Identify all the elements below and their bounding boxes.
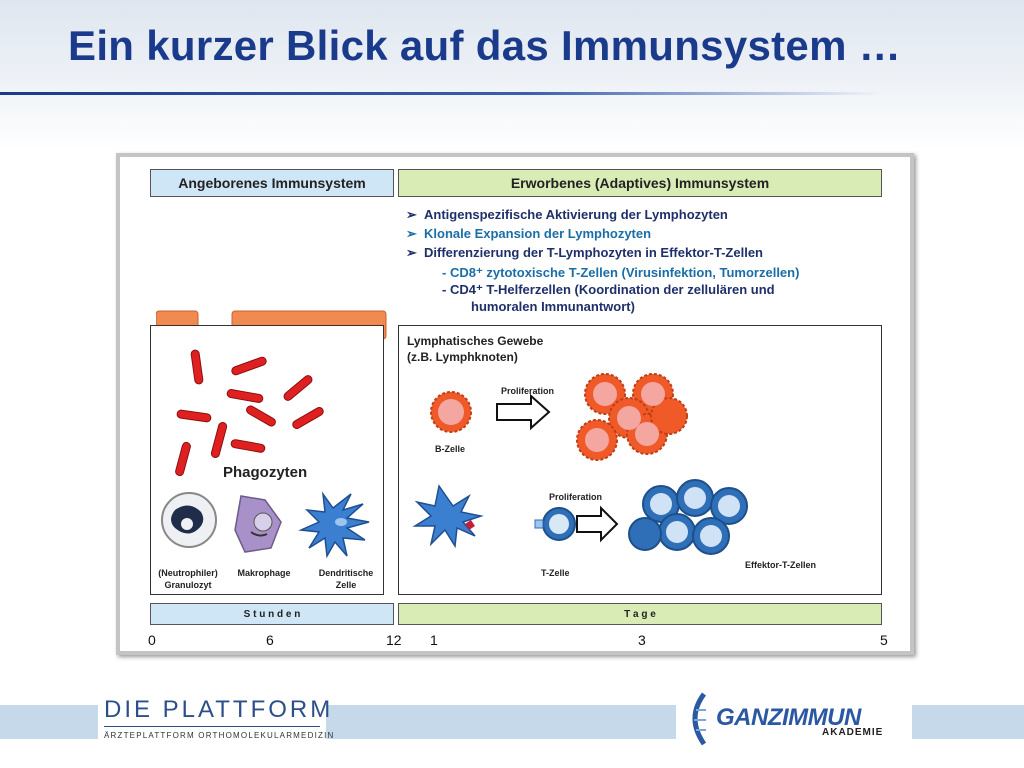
proliferation-t-label: Proliferation <box>549 492 603 502</box>
bullet-arrow-icon: ➢ <box>406 207 417 222</box>
hours-bar: S t u n d e n <box>150 603 394 625</box>
title-underline <box>0 92 880 95</box>
akademie-label: AKADEMIE <box>822 727 884 738</box>
sub-cd4-line2: humoralen Immunantwort) <box>471 299 635 314</box>
bullet-clonal-expansion: Klonale Expansion der Lymphozyten <box>424 226 652 241</box>
footer-band-right <box>912 705 1024 739</box>
proliferation-b-label: Proliferation <box>501 386 555 396</box>
lymph-title-2: (z.B. Lymphknoten) <box>407 350 518 364</box>
bullet-arrow-icon: ➢ <box>406 226 417 241</box>
tick-1: 1 <box>430 632 438 648</box>
sub-cd8: - CD8⁺ zytotoxische T-Zellen (Virusinfek… <box>442 265 800 280</box>
plattform-divider <box>104 726 320 727</box>
bullet-t-differentiation: Differenzierung der T-Lymphozyten in Eff… <box>424 245 763 260</box>
macrophage-label: Makrophage <box>237 568 291 578</box>
bullet-antigen-activation: Antigenspezifische Aktivierung der Lymph… <box>424 207 728 222</box>
granulocyte-label-2: Granulozyt <box>164 580 212 590</box>
innate-box: Phagozyten (Neutrophiler) Granulozyt Mak… <box>150 325 384 595</box>
ganzimmun-logo-icon <box>692 692 707 746</box>
dendritic-label-2: Zelle <box>335 580 357 590</box>
tick-12: 12 <box>386 632 402 648</box>
immune-diagram-panel: Angeborenes Immunsystem Erworbenes (Adap… <box>116 153 914 655</box>
dendritic-label-1: Dendritische <box>318 568 374 578</box>
tick-6: 6 <box>266 632 274 648</box>
tick-3: 3 <box>638 632 646 648</box>
sub-cd4-line1: - CD4⁺ T-Helferzellen (Koordination der … <box>442 282 775 297</box>
title-band <box>0 0 1024 150</box>
slide-title: Ein kurzer Blick auf das Immunsystem … <box>68 22 902 69</box>
footer-band-middle <box>326 705 676 739</box>
plattform-logo: DIE PLATTFORM <box>104 696 334 723</box>
b-cell-label: B-Zelle <box>435 444 466 454</box>
lymph-title-1: Lymphatisches Gewebe <box>407 334 544 348</box>
bullet-arrow-icon: ➢ <box>406 245 417 260</box>
t-cell-icon <box>534 507 576 541</box>
plattform-subtitle: ÄRZTEPLATTFORM ORTHOMOLEKULARMEDIZIN <box>104 731 335 740</box>
t-cell-label: T-Zelle <box>541 568 570 578</box>
granulocyte-label-1: (Neutrophiler) <box>158 568 218 578</box>
bacteria-illustration <box>175 349 324 476</box>
ganzimmun-logo: GANZIMMUN <box>716 704 861 731</box>
phagocytes-label: Phagozyten <box>223 464 308 481</box>
b-cell-icon <box>430 391 472 433</box>
lymphatic-tissue-box: Lymphatisches Gewebe (z.B. Lymphknoten) <box>398 325 882 595</box>
innate-header: Angeborenes Immunsystem <box>150 169 394 197</box>
adaptive-header: Erworbenes (Adaptives) Immunsystem <box>398 169 882 197</box>
effector-t-cells-label: Effektor-T-Zellen <box>745 560 817 570</box>
footer-band-left <box>0 705 98 739</box>
days-bar: T a g e <box>398 603 882 625</box>
tick-5: 5 <box>880 632 888 648</box>
tick-0: 0 <box>148 632 156 648</box>
lymphocyte-illustration <box>412 373 748 555</box>
phagocytes-illustration <box>161 491 370 559</box>
